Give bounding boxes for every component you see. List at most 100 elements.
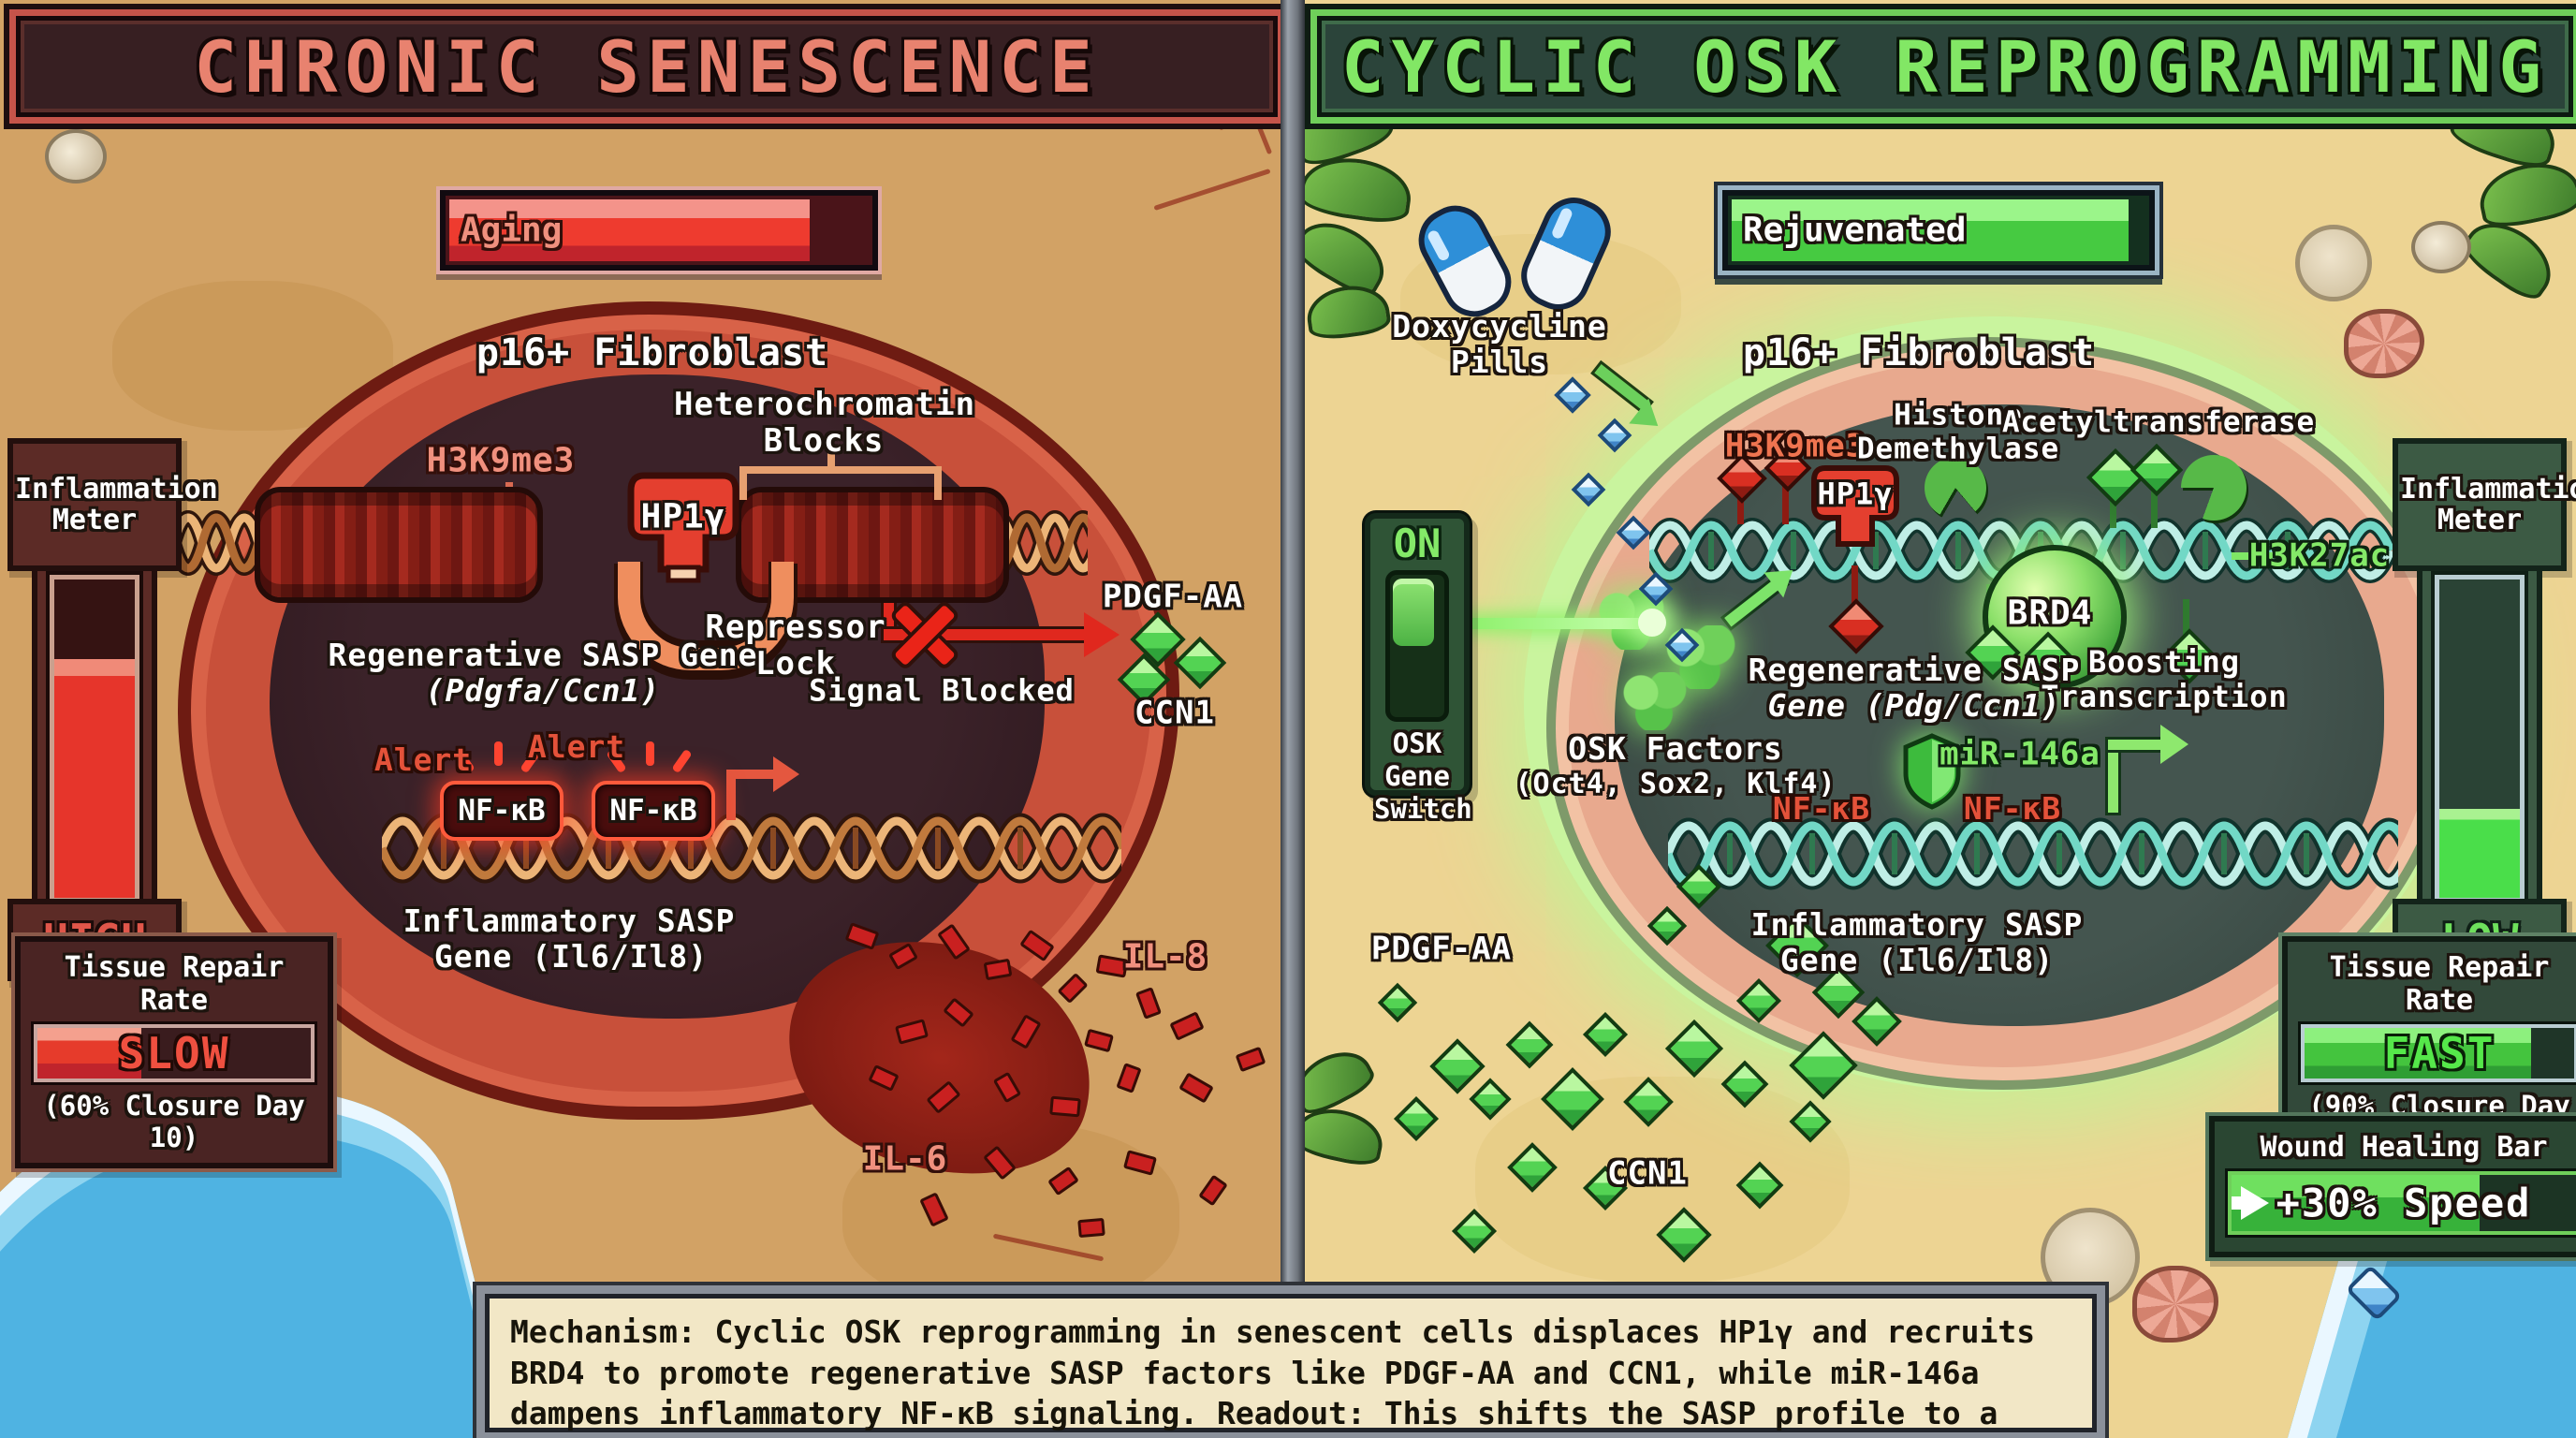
repair-bar-fill (37, 1028, 141, 1078)
inflam-gene-label-2: Gene (Il6/Il8) (433, 938, 709, 976)
meter-title: Inflammation Meter (15, 473, 218, 536)
panel-chronic-senescence: Aging p16+ Fibroblast H3K9me3 Heterochro… (0, 0, 1288, 1438)
pdgf-aa-label-right: PDGF-AA (1370, 930, 1513, 968)
nfkb-label-right-2: NF-κB (1963, 790, 2062, 828)
wound-bar-fill (2232, 1175, 2480, 1231)
hp1-gamma-displaced (1811, 465, 1899, 547)
aging-bar-label: Aging (461, 211, 563, 250)
heterochromatin-coil-left (255, 487, 543, 603)
mark-stem (1852, 565, 1858, 610)
osk-toggle-track[interactable] (1385, 570, 1449, 722)
meter-fill (2439, 808, 2520, 898)
transcription-arrow-stem (726, 770, 736, 820)
nfkb-node-2-label: NF-κB (609, 794, 697, 828)
regenerative-dna-helix (1649, 518, 2398, 583)
cell-title-right: p16+ Fibroblast (1742, 331, 2096, 374)
repair-detail: (60% Closure Day 10) (43, 1090, 305, 1153)
heterochromatin-bracket (739, 466, 942, 500)
demethylase-enzyme-icon (1925, 457, 1986, 519)
regen-gene-sub: (Pdgfa/Ccn1) (425, 672, 661, 710)
alert-ray (494, 741, 503, 766)
regen-gene-label-right-2: Gene (Pdg/Ccn1) (1767, 687, 2061, 725)
inflammation-meter-right: Inflammation Meter LOW (2393, 438, 2576, 981)
heterochromatin-blocks-label: Heterochromatin Blocks (674, 385, 976, 460)
mark-stem (1782, 479, 1789, 524)
histone-demethylase-label: Histone Demethylase (1856, 398, 2060, 465)
hp1-gamma-repressor (627, 472, 739, 583)
mechanism-text: Mechanism: Cyclic OSK reprogramming in s… (510, 1313, 2036, 1438)
repair-title: Tissue Repair Rate (64, 951, 285, 1017)
inflammatory-dna-helix-right (1668, 817, 2398, 890)
alert-ray (646, 741, 654, 766)
mir146a-label: miR-146a (1939, 735, 2100, 773)
nfkb-node-1: NF-κB (440, 781, 564, 841)
cytokine-particle (1049, 1095, 1081, 1118)
nfkb-node-1-label: NF-κB (458, 794, 546, 828)
h3k27ac-label: H3K27ac (2248, 536, 2391, 575)
brd4-label: BRD4 (2007, 594, 2093, 633)
hp1-gamma-label: HP1γ (640, 497, 726, 536)
inflammatory-dna-helix (382, 813, 1121, 884)
sand-crack (1153, 169, 1271, 211)
alert-label-2: Alert (527, 728, 626, 766)
scallop-shell-icon (2344, 309, 2424, 378)
repair-bar-fill (2305, 1028, 2531, 1078)
regen-gene-label: Regenerative SASP Gene (328, 637, 758, 674)
meter-fill (54, 659, 135, 898)
meter-title: Inflammation Meter (2400, 473, 2576, 536)
transcription-arrowhead-right (2160, 725, 2188, 764)
cytokine-particle (1178, 1072, 1214, 1104)
transcription-arrow-bar (726, 770, 775, 779)
alert-label-1: Alert (373, 741, 473, 779)
cytokine-particle (1057, 972, 1089, 1005)
repair-bar: FAST (2301, 1024, 2576, 1082)
osk-gene-switch: ON OSK Gene Switch (1365, 513, 1472, 825)
inflam-gene-label-right-2: Gene (Il6/Il8) (1779, 942, 2055, 979)
panel-divider (1281, 0, 1305, 1438)
ccn1-label-right: CCN1 (1607, 1154, 1688, 1193)
mark-stem (2151, 481, 2158, 528)
scallop-shell-icon (2132, 1266, 2218, 1343)
wound-value: +30% Speed (2276, 1180, 2532, 1226)
shell-icon (45, 129, 107, 183)
left-title: CHRONIC SENESCENCE (194, 24, 1100, 109)
tissue-repair-box-left: Tissue Repair Rate SLOW (60% Closure Day… (15, 936, 333, 1168)
sand-dollar-icon (2295, 225, 2372, 301)
meter-tube (2435, 575, 2525, 902)
wound-bar: +30% Speed (2228, 1171, 2576, 1235)
speed-arrowhead-icon (2241, 1186, 2269, 1220)
transcription-arrowhead (773, 756, 799, 792)
h3k27ac-pointer (2232, 552, 2273, 560)
inflam-gene-label-1: Inflammatory SASP (402, 902, 736, 940)
cytokine-particle (1077, 1217, 1105, 1239)
il6-label: IL-6 (862, 1139, 948, 1179)
doxycycline-label: Doxycycline Pills (1392, 308, 1607, 380)
blocked-signal-line (884, 575, 894, 640)
nfkb-label-right-1: NF-κB (1772, 790, 1871, 828)
osk-factors-label-2: (Oct4, Sox2, Klf4) (1515, 767, 1837, 800)
inflammation-meter-left: Inflammation Meter HIGH (7, 438, 218, 981)
rejuvenated-status-bar: Rejuvenated (1722, 190, 2155, 271)
boosting-label: Boosting Transcription (2041, 644, 2288, 714)
osk-factors-label-1: OSK Factors (1568, 730, 1783, 768)
cytokine-particle (1116, 1063, 1142, 1093)
repair-rate: FAST (2383, 1028, 2496, 1078)
regen-gene-label-right-1: Regenerative SASP (1748, 652, 2081, 689)
cytokine-particle (1084, 1028, 1114, 1053)
rejuvenated-bar-fill (1732, 199, 2130, 261)
cytokine-particle (1169, 1011, 1205, 1041)
header-cyclic-osk: CYCLIC OSK REPROGRAMMING (1310, 9, 2576, 124)
shell-icon (2411, 221, 2471, 273)
wound-title: Wound Healing Bar (2260, 1131, 2548, 1164)
transcription-arrow-bar-right (2108, 740, 2162, 750)
pdgf-aa-label: PDGF-AA (1102, 578, 1244, 616)
mark-stem (2183, 599, 2189, 640)
osk-toggle-knob[interactable] (1393, 579, 1434, 646)
bracket-stem (827, 448, 835, 466)
hp1-gamma-label-right: HP1γ (1817, 476, 1894, 512)
acetyltransferase-enzyme-icon (2181, 455, 2247, 521)
ccn1-label: CCN1 (1134, 694, 1215, 732)
cell-title: p16+ Fibroblast (476, 331, 829, 374)
mark-stem (1737, 487, 1744, 524)
signal-blocked-label-1: Signal Blocked (809, 672, 1075, 709)
